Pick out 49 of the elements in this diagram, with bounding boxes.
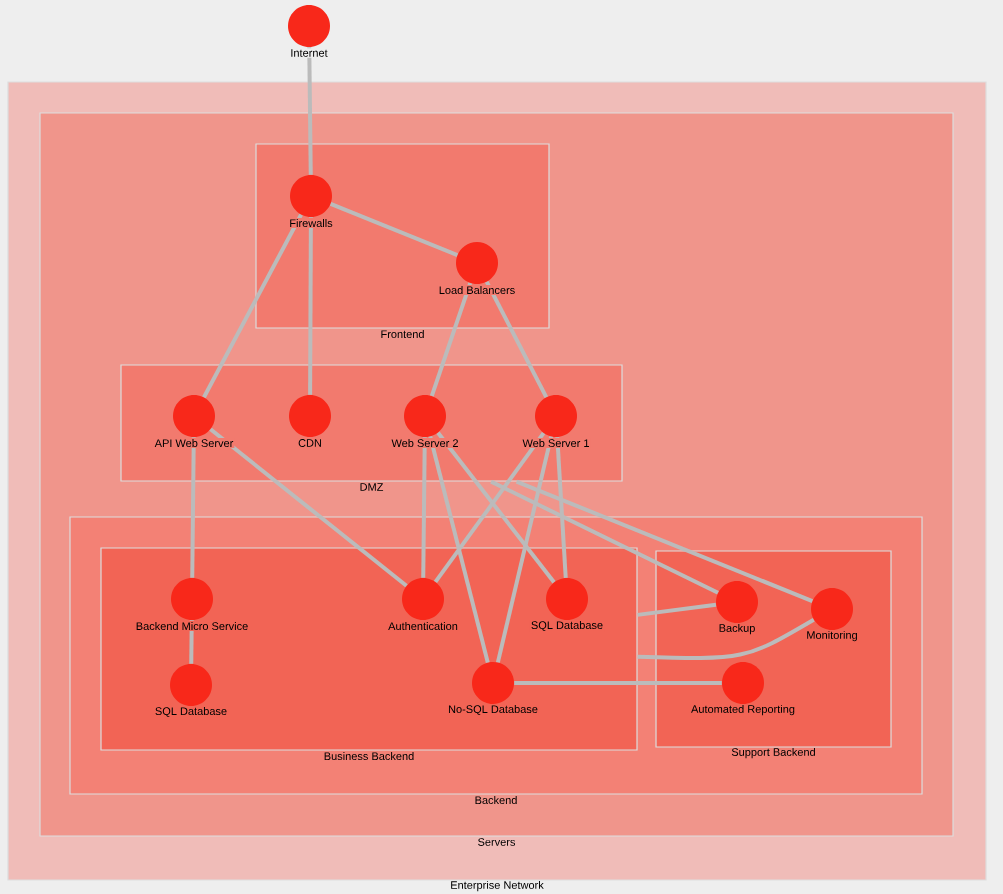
connector-line: [637, 602, 717, 617]
connector-line: [307, 47, 313, 175]
node-label: API Web Server: [153, 437, 235, 449]
node-label: Backend: [475, 795, 517, 805]
connector-line: [428, 436, 490, 663]
server-circle: [289, 395, 331, 437]
node-label: DMZ: [360, 483, 384, 491]
node-label: Enterprise Network: [451, 880, 544, 892]
connector-line: [515, 479, 814, 603]
node-label: Backend Micro Service: [134, 620, 250, 632]
connector-line: [329, 202, 459, 257]
connector-line: [637, 618, 815, 661]
server-circle: [288, 5, 330, 47]
server-circle: [811, 588, 853, 630]
node-label: Web Server 1: [521, 437, 591, 449]
connector-line: [484, 280, 549, 399]
connector-line: [209, 427, 408, 588]
connector-line: [555, 437, 568, 578]
server-circle: [170, 664, 212, 706]
server-circle: [722, 662, 764, 704]
node-label: Authentication: [387, 620, 459, 632]
connector-line: [202, 213, 303, 399]
server-circle: [716, 581, 758, 623]
node-label: Servers: [478, 838, 516, 846]
node-label: Firewalls: [288, 217, 334, 229]
connector-line: [190, 437, 196, 578]
server-circle: [173, 395, 215, 437]
connector-line: [189, 620, 194, 664]
node-label: Business Backend: [324, 751, 414, 761]
server-circle: [290, 175, 332, 217]
node-label: CDN: [297, 438, 323, 448]
node-label: Load Balancers: [437, 284, 517, 296]
node-label: Frontend: [381, 329, 424, 339]
connector-line: [429, 282, 473, 397]
node-label: Support Backend: [731, 747, 815, 759]
server-circle: [546, 578, 588, 620]
node-label: Web Server 2: [390, 437, 460, 449]
node-label: Internet: [289, 48, 329, 58]
connector-line: [490, 479, 719, 595]
connector-line: [308, 217, 313, 395]
server-circle: [402, 578, 444, 620]
server-circle: [472, 662, 514, 704]
connector-line: [514, 681, 722, 685]
server-circle: [404, 395, 446, 437]
server-circle: [171, 578, 213, 620]
connector-line: [495, 436, 554, 663]
connector-line: [421, 437, 427, 578]
server-circle: [456, 242, 498, 284]
server-circle: [535, 395, 577, 437]
